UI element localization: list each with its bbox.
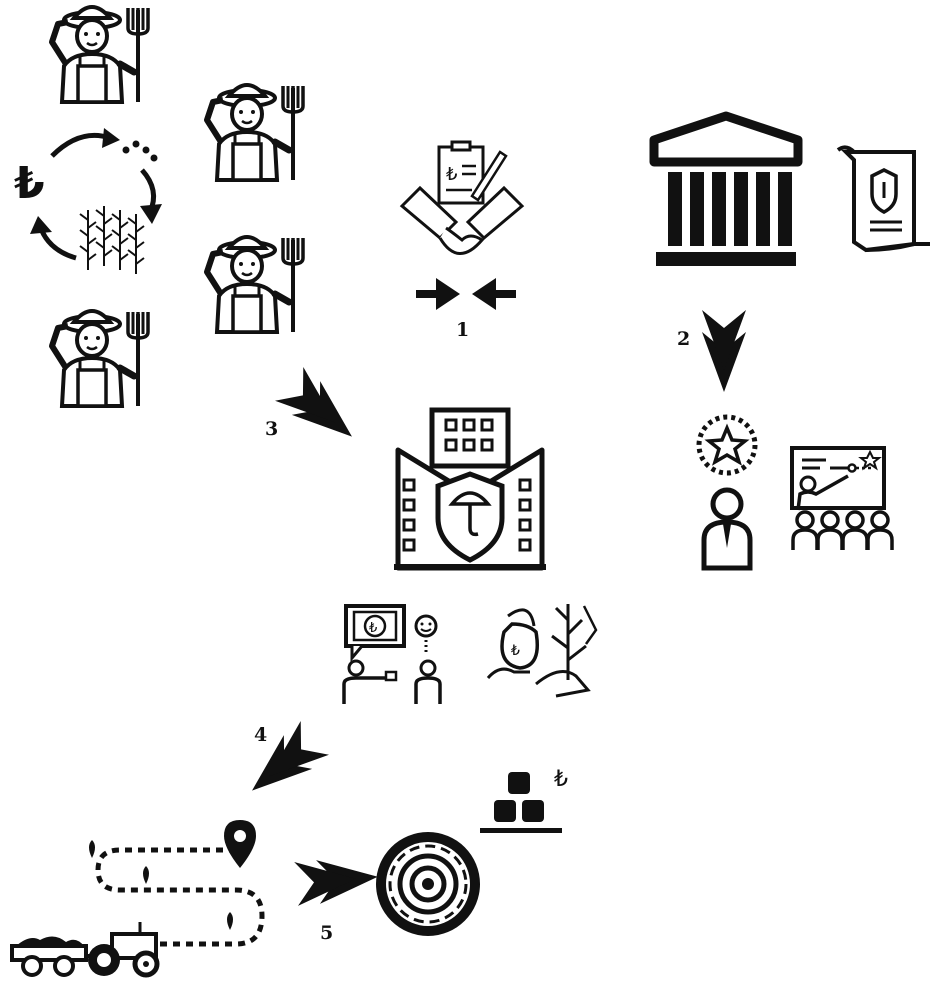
farmer-icon (207, 237, 303, 332)
sugar-factory-icon (376, 832, 480, 936)
farmer-icon (207, 85, 303, 180)
step-label-5: 5 (320, 922, 333, 944)
bank-icon (654, 116, 798, 266)
farmer-icon (52, 311, 148, 406)
arrow-icon (275, 367, 366, 453)
certified-expert-icon (699, 417, 755, 568)
svg-text:₺: ₺ (369, 621, 377, 636)
sugar-cubes-icon: ₺ (480, 767, 568, 833)
policy-scroll-icon (838, 147, 930, 250)
money-crop-cycle-icon: ₺ (14, 128, 162, 274)
step-label-4: 4 (254, 724, 267, 746)
svg-text:₺: ₺ (14, 158, 45, 209)
arrow-icon (238, 721, 329, 807)
step-label-1: 1 (456, 319, 469, 341)
step-label-2: 2 (677, 328, 690, 350)
contract-handshake-icon: ₺ (402, 142, 522, 254)
arrow-icon (702, 310, 746, 392)
route-map-icon (89, 820, 262, 944)
payment-icon: ₺ (344, 606, 440, 704)
step-label-3: 3 (265, 418, 278, 440)
svg-text:₺: ₺ (554, 767, 568, 792)
training-presentation-icon (792, 448, 892, 550)
insurance-company-icon (394, 410, 546, 570)
svg-text:₺: ₺ (446, 164, 457, 185)
arrow-icon (294, 855, 380, 906)
converging-arrows-icon (416, 278, 516, 310)
money-bag-crop-icon: ₺ (488, 604, 596, 696)
svg-text:₺: ₺ (511, 643, 520, 659)
tractor-trailer-icon (12, 922, 157, 976)
farmer-icon (52, 7, 148, 102)
